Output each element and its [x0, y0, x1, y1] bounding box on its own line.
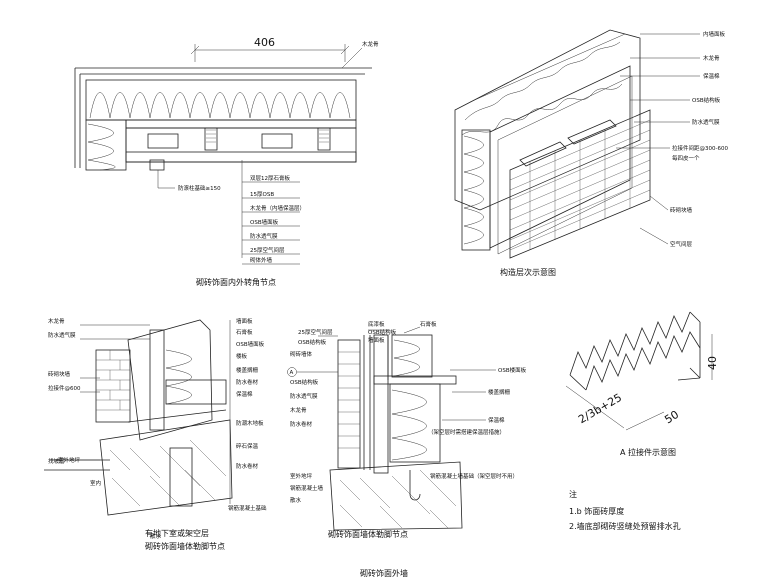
label-membrane: 防水透气膜 — [250, 232, 278, 240]
bl-label-tie: 拉接件@600 — [48, 384, 81, 392]
label-gypsum: 双层12厚石膏板 — [250, 174, 290, 182]
label-wood-stud-r: 木龙骨 — [703, 54, 720, 62]
bl-label-apron: 散水 — [150, 532, 162, 540]
bl-label-waterproof: 防水卷材 — [236, 378, 259, 386]
bl-label-floor: 楼板 — [236, 352, 248, 360]
bm-label-floor-osb: OSB楼面板 — [498, 366, 527, 374]
caption-basement-1: 有地下室或架空层 — [145, 528, 209, 538]
caption-corner-detail: 砌砖饰面内外转角节点 — [196, 277, 276, 287]
notes-line-1: 1.b 饰面砖厚度 — [569, 506, 624, 516]
bm-label-foundation: 钢筋混凝土墙基础（架空层时不用） — [430, 472, 518, 480]
bm-label-membrane: 防水透气膜 — [290, 392, 318, 400]
caption-plinth: 砌砖饰面墙体勒脚节点 — [328, 529, 408, 539]
bm-label-stud: 木龙骨 — [290, 406, 307, 414]
bl-label-indoor: 室内 — [90, 479, 101, 487]
label-osb15: 15厚OSB — [250, 191, 274, 198]
bm-label-waterproof: 防水卷材 — [290, 420, 313, 428]
label-tie-spacing: 拉接件间距@300-600 — [672, 144, 728, 152]
bm-label-wall: 钢筋混凝土墙 — [290, 484, 324, 492]
bl-label-slope: 找坡层 — [48, 457, 65, 465]
bm-label-a: A — [290, 370, 294, 376]
caption-basement-2: 砌砖饰面墙体勒脚节点 — [145, 541, 225, 551]
label-membrane-r: 防水透气膜 — [692, 118, 720, 126]
dimension-406: 406 — [254, 36, 275, 49]
bm-label-brick: 砌砖墙体 — [290, 350, 313, 358]
bl-label-gravel: 碎石保温 — [236, 442, 259, 450]
bm-label-joist: 楼盖搁栅 — [488, 388, 511, 396]
label-inner-stud: 木龙骨（内墙保温层） — [250, 204, 305, 212]
bl-label-brick: 砖砌块墙 — [48, 370, 71, 378]
label-insulation: 保温棉 — [703, 72, 720, 80]
label-brick-wall: 砌体外墙 — [250, 256, 273, 264]
tie-detail: 2/3b+25 50 40 A 拉接件示意图 — [565, 311, 719, 457]
bm-label-air: 25厚空气间层 — [298, 328, 333, 336]
bl-label-wall-panel: 墙面板 — [236, 317, 253, 325]
notes: 注 1.b 饰面砖厚度 2.墙底部砌砖竖缝处预留排水孔 — [569, 489, 681, 531]
bl-label-waterproof2: 防水卷材 — [236, 462, 259, 470]
plinth-section: 25厚空气间层 OSB结构板 砌砖墙体 A OSB结构板 防水透气膜 木龙骨 防… — [287, 320, 527, 539]
dim-tie-length: 2/3b+25 — [576, 391, 624, 426]
basement-plinth-detail: 木龙骨 防水透气膜 砖砌块墙 拉接件@600 找坡层 墙面板 石膏板 OSB墙面… — [44, 317, 267, 551]
corner-detail: 406 防滚柱基础≥150 木龙 — [74, 36, 379, 287]
bm-label-insul-note: （架空层时需搭建保温层措施） — [428, 428, 505, 436]
bl-label-gypsum: 石膏板 — [236, 328, 253, 336]
bl-label-joist: 楼盖搁栅 — [236, 366, 259, 374]
bm-label-apron: 散水 — [290, 496, 302, 504]
notes-line-2: 2.墙底部砌砖竖缝处预留排水孔 — [569, 521, 681, 531]
bm-label-osb3: OSB结构板 — [368, 328, 397, 336]
bl-label-foundation: 钢筋混凝土基础 — [228, 504, 267, 512]
label-air-gap: 25厚空气间层 — [250, 246, 285, 254]
footer-title: 砌砖饰面外墙 — [360, 568, 408, 578]
bm-label-insul: 保温棉 — [488, 416, 505, 424]
bl-label-grade: 室外地坪 — [58, 456, 81, 464]
label-wood-stud: 木龙骨 — [362, 40, 379, 48]
bm-label-baseboard: 底漆板 — [368, 320, 385, 328]
bm-label-osb2: OSB结构板 — [290, 378, 319, 386]
bl-label-osb: OSB墙面板 — [236, 340, 265, 348]
dim-tie-height: 40 — [706, 356, 719, 370]
label-brick-block: 砖砌块墙 — [670, 206, 693, 214]
label-osb-wall: OSB墙面板 — [250, 218, 279, 226]
label-osb-struct: OSB结构板 — [692, 96, 721, 104]
layer-isometric: 内墙面板 木龙骨 保温棉 OSB结构板 防水透气膜 拉接件间距@300-600 … — [454, 29, 728, 277]
caption-tie: A 拉接件示意图 — [620, 447, 676, 457]
label-inner-panel: 内墙面板 — [703, 30, 726, 38]
bl-label-stud: 木龙骨 — [48, 317, 65, 325]
caption-layers: 构造层次示意图 — [500, 267, 556, 277]
bm-label-panel: 墙面板 — [368, 336, 385, 344]
bm-label-osb: OSB结构板 — [298, 338, 327, 346]
bl-label-floorboard: 防潮木地板 — [236, 419, 264, 427]
bl-label-insul: 保温棉 — [236, 390, 253, 398]
bl-label-membrane: 防水透气膜 — [48, 331, 76, 339]
label-air-space: 空气间层 — [670, 240, 693, 248]
bm-label-grade: 室外地坪 — [290, 472, 313, 480]
bm-label-gypsum: 石膏板 — [420, 320, 437, 328]
label-plinth: 防滚柱基础≥150 — [178, 184, 221, 192]
label-every-four: 每四皮一个 — [672, 154, 700, 162]
dim-tie-width: 50 — [662, 408, 681, 426]
notes-title: 注 — [569, 489, 577, 499]
